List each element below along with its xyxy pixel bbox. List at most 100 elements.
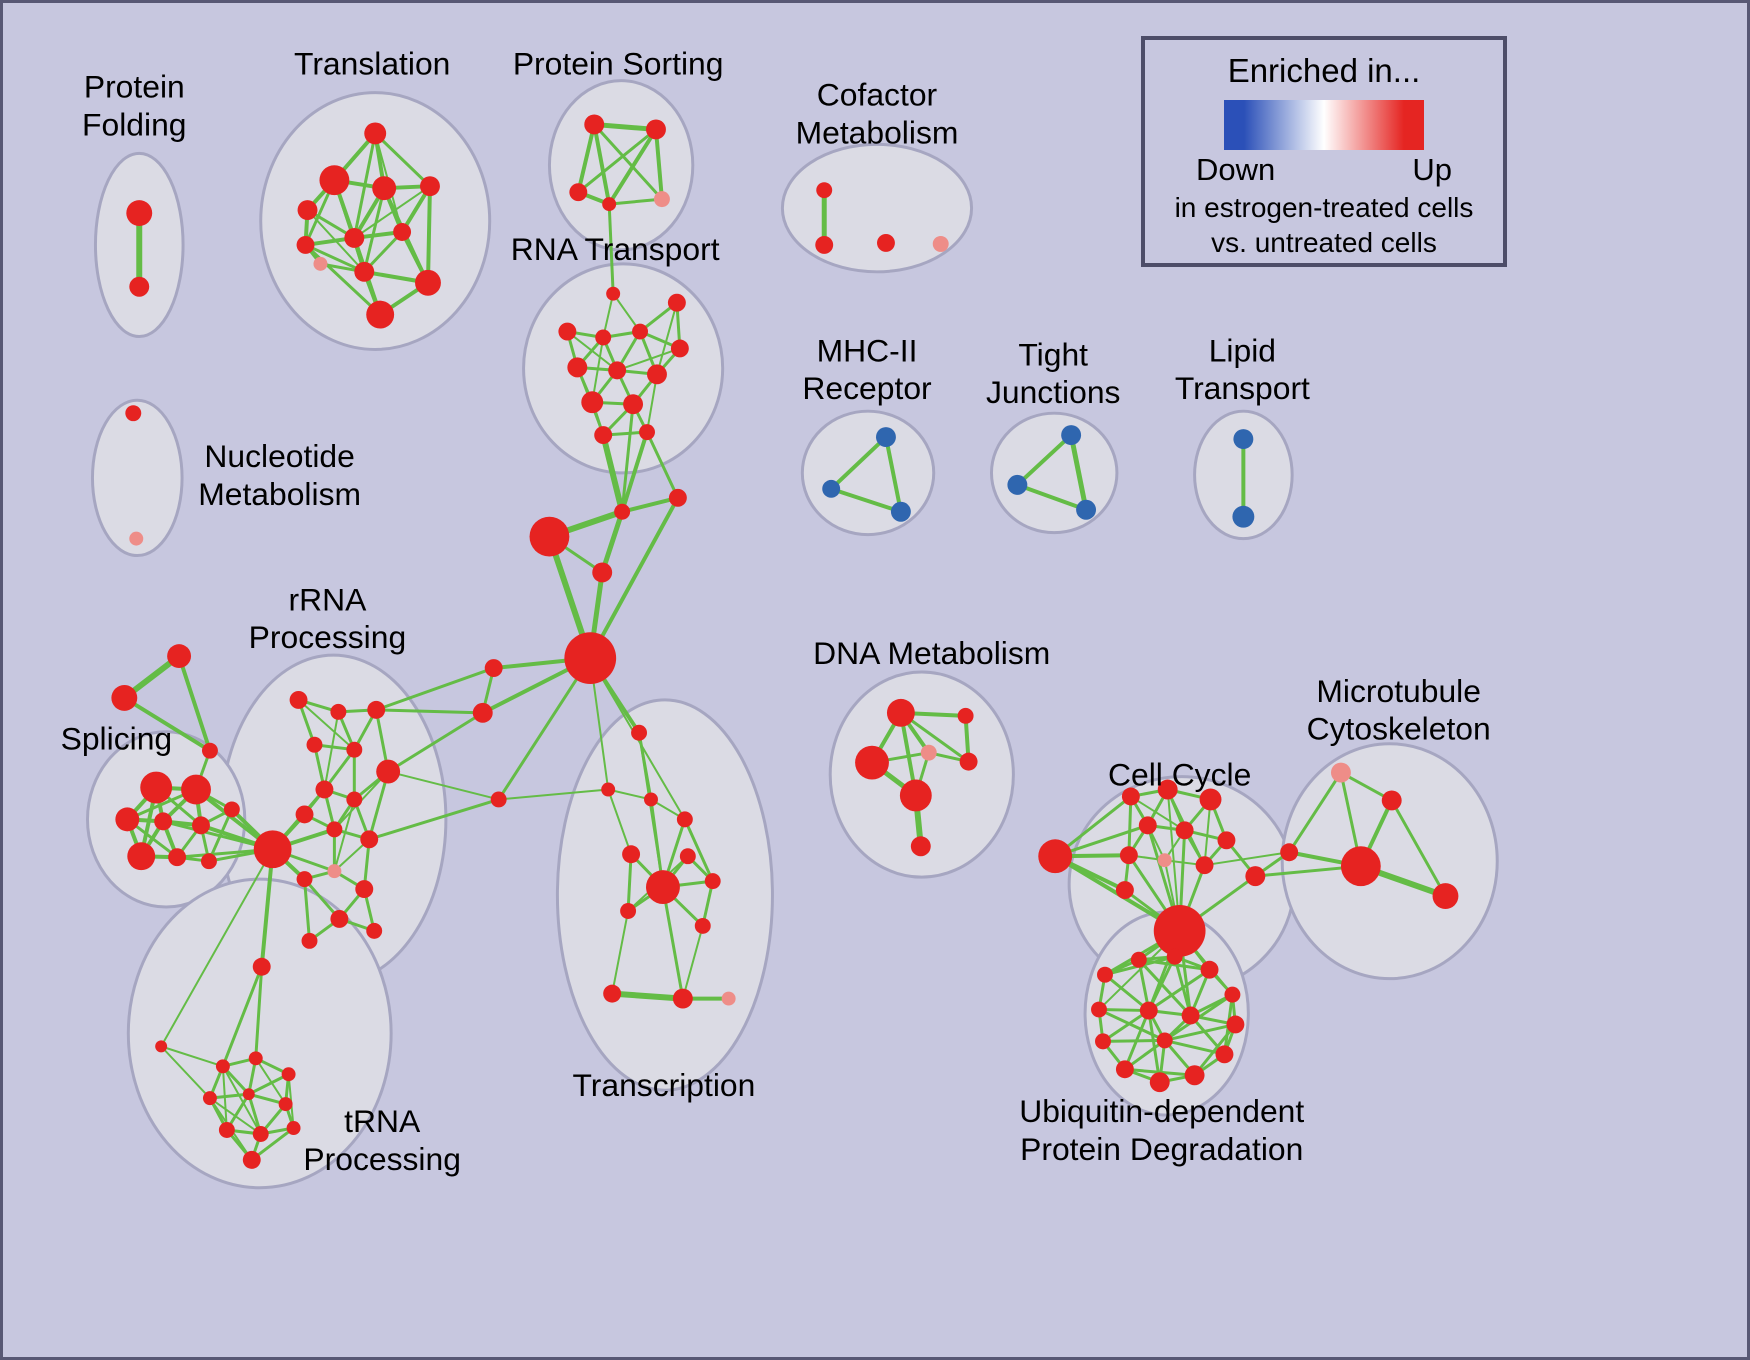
node-cc4	[1199, 788, 1222, 811]
network-edge	[1203, 798, 1212, 867]
node-s9	[200, 853, 217, 870]
node-r17	[366, 922, 383, 939]
network-edge	[303, 877, 311, 943]
node-ub10	[1115, 1060, 1134, 1079]
node-tc12	[672, 988, 693, 1009]
node-rt12	[594, 426, 613, 445]
node-cc11	[1115, 881, 1134, 900]
network-edge	[1097, 1008, 1167, 1042]
network-edge	[122, 695, 212, 753]
node-d1	[886, 698, 915, 727]
network-edge	[1127, 794, 1133, 857]
network-edge	[221, 1065, 228, 1132]
node-ps2	[646, 119, 666, 140]
network-edge	[221, 965, 264, 1068]
node-ub3	[1166, 948, 1183, 965]
network-edge	[304, 243, 366, 274]
node-tp11	[286, 1121, 301, 1135]
node-ub5	[1224, 986, 1241, 1003]
node-d5	[959, 752, 978, 771]
node-pf1	[126, 200, 153, 227]
node-t12	[366, 300, 395, 329]
network-edge	[254, 965, 264, 1060]
node-t9	[313, 256, 328, 271]
network-edge	[177, 654, 212, 753]
node-r2	[330, 703, 347, 720]
legend-caption: in estrogen-treated cells vs. untreated …	[1145, 190, 1503, 260]
node-t6	[296, 235, 315, 254]
node-cc3	[1157, 779, 1178, 800]
node-tc1	[631, 724, 648, 741]
cluster-label-microtubule-cytoskeleton: Cytoskeleton	[1307, 711, 1491, 747]
node-rt9	[647, 364, 667, 385]
node-tc5	[622, 845, 641, 864]
network-edge	[297, 698, 356, 751]
node-cc10	[1195, 856, 1214, 875]
network-edge	[607, 788, 652, 801]
node-rt11	[623, 394, 644, 415]
node-tp10	[252, 1126, 269, 1142]
network-edge	[304, 243, 382, 317]
node-d3	[855, 745, 889, 780]
node-r16	[301, 932, 318, 949]
node-rt6	[670, 339, 689, 358]
node-tr2	[111, 684, 138, 711]
node-ub15	[1156, 1032, 1173, 1049]
node-tr1	[167, 644, 192, 669]
network-edge	[1147, 968, 1212, 1013]
cluster-label-tight-junctions: Tight	[1018, 336, 1088, 372]
network-edge	[607, 202, 615, 296]
cluster-label-lipid-transport: Transport	[1175, 370, 1310, 406]
node-rt5	[632, 323, 649, 340]
node-r8	[346, 791, 363, 808]
node-c2	[472, 702, 493, 723]
node-tp8	[278, 1097, 293, 1112]
node-d2	[957, 707, 974, 724]
node-hub1	[614, 503, 631, 520]
node-rt1	[606, 286, 621, 301]
node-rt13	[639, 424, 655, 441]
node-tc7	[646, 870, 680, 905]
node-r3	[367, 700, 386, 719]
network-edge	[1101, 1038, 1167, 1043]
node-tc3	[644, 792, 658, 807]
node-t3	[297, 200, 318, 221]
network-edge	[609, 990, 686, 1002]
node-n1	[125, 405, 142, 422]
cluster-ellipse-cofactor-metabolism	[780, 142, 974, 274]
node-ub14	[1181, 1006, 1200, 1025]
node-t4	[372, 176, 397, 201]
node-cc7	[1217, 831, 1236, 850]
node-cm1	[816, 182, 833, 199]
network-edge	[160, 848, 274, 1048]
cluster-label-ubiquitin-degradation: Protein Degradation	[1020, 1131, 1303, 1167]
network-edge	[387, 770, 500, 801]
node-r7	[315, 780, 334, 799]
network-edge	[607, 197, 664, 206]
node-s1	[140, 771, 173, 804]
network-edge	[1193, 1022, 1237, 1077]
network-edge	[353, 185, 431, 239]
node-mh3	[890, 501, 911, 522]
legend-gradient-bar	[1224, 100, 1424, 150]
network-edge	[1287, 771, 1343, 854]
network-edge	[1129, 795, 1186, 832]
node-cc12	[1245, 866, 1266, 887]
node-ps5	[653, 191, 670, 208]
node-c1	[484, 659, 503, 678]
node-s2	[181, 774, 211, 805]
node-tc8	[704, 873, 721, 890]
node-s7	[127, 842, 156, 871]
cluster-label-transcription: Transcription	[572, 1067, 755, 1103]
node-cc2	[1121, 787, 1140, 806]
node-cc5	[1138, 816, 1157, 835]
node-ps3	[569, 183, 588, 202]
node-tc6	[679, 848, 696, 865]
network-edge	[1068, 432, 1089, 513]
network-edge	[373, 131, 432, 188]
network-edge	[883, 435, 903, 514]
cluster-label-rna-transport: RNA Transport	[511, 231, 720, 267]
node-t1	[364, 122, 387, 145]
node-mh1	[875, 427, 896, 448]
